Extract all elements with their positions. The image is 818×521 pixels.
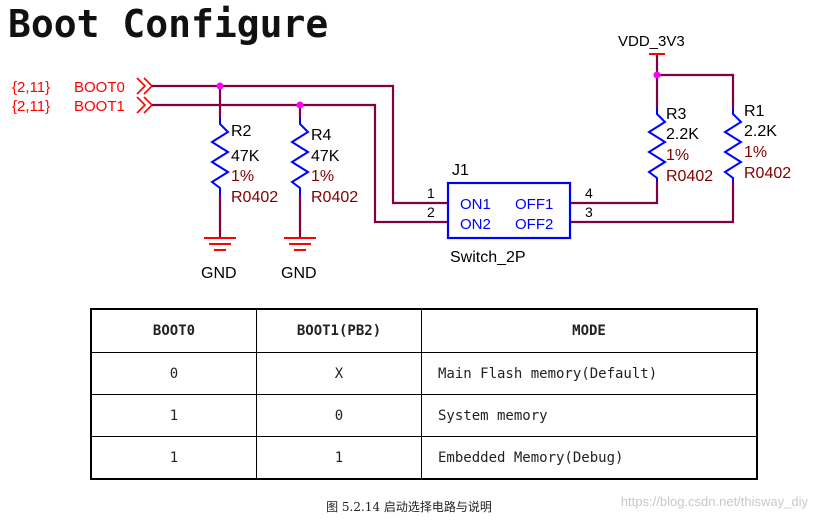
vdd-label: VDD_3V3 [618, 33, 685, 50]
r3-ref: R3 [666, 106, 687, 123]
r4-tol: 1% [311, 168, 334, 185]
r2-tol: 1% [231, 168, 254, 185]
r3-value: 2.2K [666, 126, 699, 143]
switch-off1: OFF1 [515, 196, 553, 213]
r4-ref: R4 [311, 127, 332, 144]
cell-boot1: 1 [256, 436, 422, 480]
gnd-label: GND [201, 265, 237, 282]
figure-caption: 图 5.2.14 启动选择电路与说明 [326, 500, 492, 514]
table-row: 0 X Main Flash memory(Default) [90, 352, 758, 395]
switch-part: Switch_2P [450, 249, 526, 266]
header-boot0: BOOT0 [90, 308, 257, 353]
table-row: 1 1 Embedded Memory(Debug) [90, 436, 758, 480]
boot1-ref-label: {2,11} [12, 98, 50, 115]
junction-dot [216, 82, 224, 90]
boot1-port-arrow [136, 96, 154, 114]
r4-symbol [290, 118, 310, 195]
switch-on1: ON1 [460, 196, 491, 213]
switch-ref: J1 [452, 162, 469, 179]
boot1-net-label: BOOT1 [74, 98, 125, 115]
r1-value: 2.2K [744, 123, 777, 140]
gnd-label: GND [281, 265, 317, 282]
pin-4: 4 [585, 185, 593, 201]
cell-boot1: X [256, 352, 422, 395]
table-row: 1 0 System memory [90, 394, 758, 437]
pin-3: 3 [585, 204, 593, 220]
cell-boot0: 1 [90, 436, 257, 480]
pin-1: 1 [427, 185, 435, 201]
switch-j1-body [446, 181, 572, 240]
page-title: Boot Configure [8, 2, 329, 46]
r2-value: 47K [231, 148, 260, 165]
r1-symbol [723, 108, 743, 182]
r1-pkg: R0402 [744, 165, 791, 182]
cell-boot0: 1 [90, 394, 257, 437]
junction-dot [296, 101, 304, 109]
watermark-text: https://blog.csdn.net/thisway_diy [620, 494, 808, 509]
cell-boot1: 0 [256, 394, 422, 437]
r3-tol: 1% [666, 147, 689, 164]
cell-boot0: 0 [90, 352, 257, 395]
r1-tol: 1% [744, 144, 767, 161]
switch-on2: ON2 [460, 216, 491, 233]
header-boot1: BOOT1(PB2) [256, 308, 422, 353]
table-header-row: BOOT0 BOOT1(PB2) MODE [90, 308, 758, 353]
r3-pkg: R0402 [666, 168, 713, 185]
r2-symbol [210, 118, 230, 195]
gnd-symbol-r4 [284, 237, 316, 251]
cell-mode: System memory [421, 394, 758, 437]
r4-pkg: R0402 [311, 189, 358, 206]
r4-value: 47K [311, 148, 340, 165]
junction-dot [653, 71, 661, 79]
cell-mode: Embedded Memory(Debug) [421, 436, 758, 480]
header-mode: MODE [421, 308, 758, 353]
r3-symbol [647, 108, 667, 182]
gnd-symbol-r2 [204, 237, 236, 251]
r2-ref: R2 [231, 123, 252, 140]
switch-off2: OFF2 [515, 216, 553, 233]
boot0-net-label: BOOT0 [74, 79, 125, 96]
boot-mode-table: BOOT0 BOOT1(PB2) MODE 0 X Main Flash mem… [90, 308, 758, 480]
boot0-ref-label: {2,11} [12, 79, 50, 96]
boot0-port-arrow [136, 77, 154, 95]
r1-ref: R1 [744, 103, 765, 120]
cell-mode: Main Flash memory(Default) [421, 352, 758, 395]
wires [152, 54, 735, 238]
pin-2: 2 [427, 204, 435, 220]
r2-pkg: R0402 [231, 189, 278, 206]
boot-schematic: {2,11} BOOT0 {2,11} BOOT1 VDD_3V3 [12, 33, 791, 282]
